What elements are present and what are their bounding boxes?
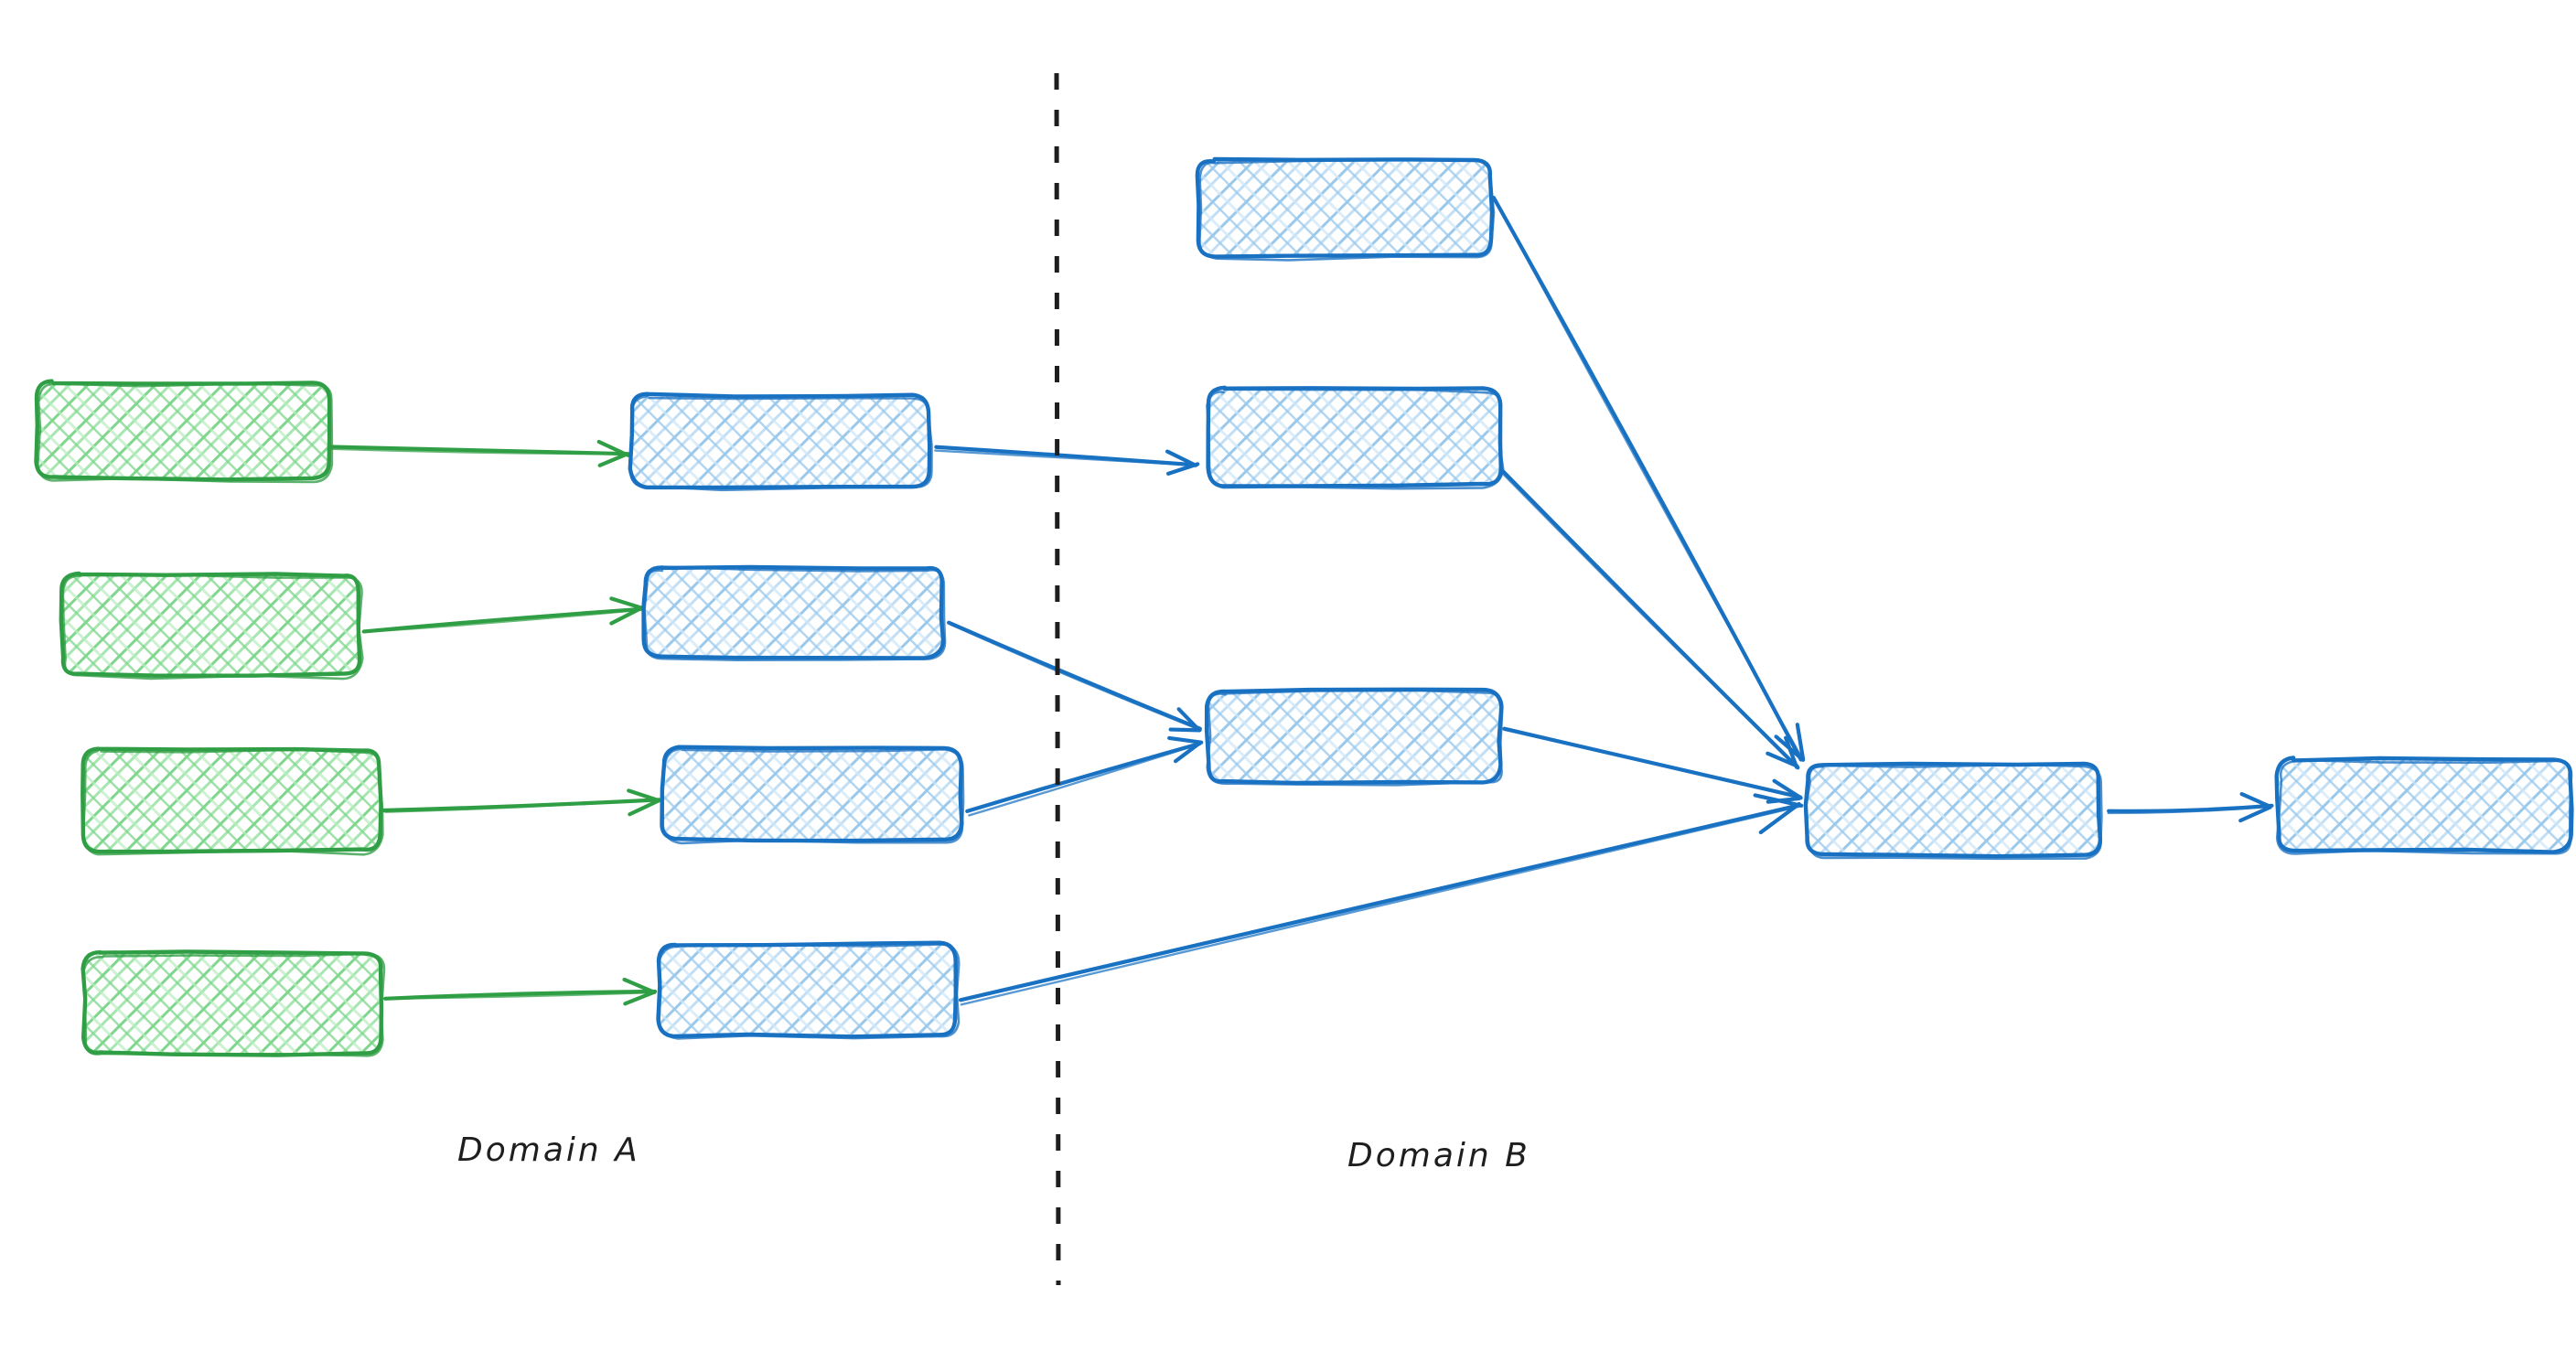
node-a4[interactable] [80,949,386,1057]
edge-e-b3-b4 [1502,726,1803,804]
edge-e-m2-b3 [947,620,1202,733]
node-m2[interactable] [641,564,947,661]
domain-a-label: Domain A [457,1131,640,1169]
node-b5[interactable] [2274,756,2574,855]
divider-layer [1054,72,1061,1286]
node-a2[interactable] [59,571,364,681]
domain-b-label: Domain B [1347,1137,1530,1174]
edge-e-m3-b3 [965,735,1204,817]
edge-e-b2-b4 [1497,467,1800,770]
nodes-layer [34,156,2574,1057]
node-b3[interactable] [1204,687,1504,787]
node-a1[interactable] [34,379,334,484]
edge-e-a1-m1 [327,439,630,467]
node-b1[interactable] [1195,156,1496,262]
node-a3[interactable] [80,746,384,856]
edge-e-a2-m2 [361,596,644,634]
edge-e-b4-b5 [2107,791,2274,823]
edges-layer [327,196,2274,1006]
edge-e-b1-b4 [1491,196,1806,762]
domain-divider [1054,72,1061,1286]
edge-e-a4-m4 [382,977,658,1006]
edge-e-m4-b4 [958,793,1804,1006]
edge-e-a3-m3 [381,788,661,817]
edge-e-m1-b2 [934,445,1200,476]
node-b2[interactable] [1206,385,1505,490]
node-b4[interactable] [1803,761,2103,861]
node-m4[interactable] [656,940,961,1040]
node-m3[interactable] [660,745,965,845]
node-m1[interactable] [628,391,933,492]
